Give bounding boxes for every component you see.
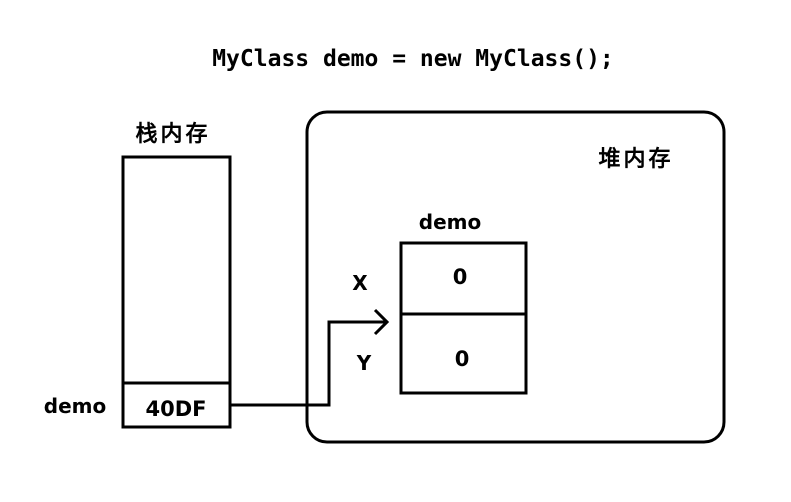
heap-object-box <box>399 241 528 395</box>
stack-var-value: 40DF <box>145 397 206 421</box>
field-y-value: 0 <box>455 347 470 371</box>
field-x-name: X <box>352 271 368 295</box>
reference-arrow-line <box>230 320 385 407</box>
stack-title: 栈内存 <box>135 121 210 147</box>
heap-object-name: demo <box>419 210 481 234</box>
heap-box <box>305 110 726 444</box>
field-x-value: 0 <box>453 265 468 289</box>
stack-var-name: demo <box>44 394 106 418</box>
stack-box <box>121 155 232 429</box>
heap-title: 堆内存 <box>598 146 673 172</box>
reference-arrow-head <box>373 308 390 336</box>
field-y-name: Y <box>356 351 372 375</box>
code-statement: MyClass demo = new MyClass(); <box>212 46 614 72</box>
